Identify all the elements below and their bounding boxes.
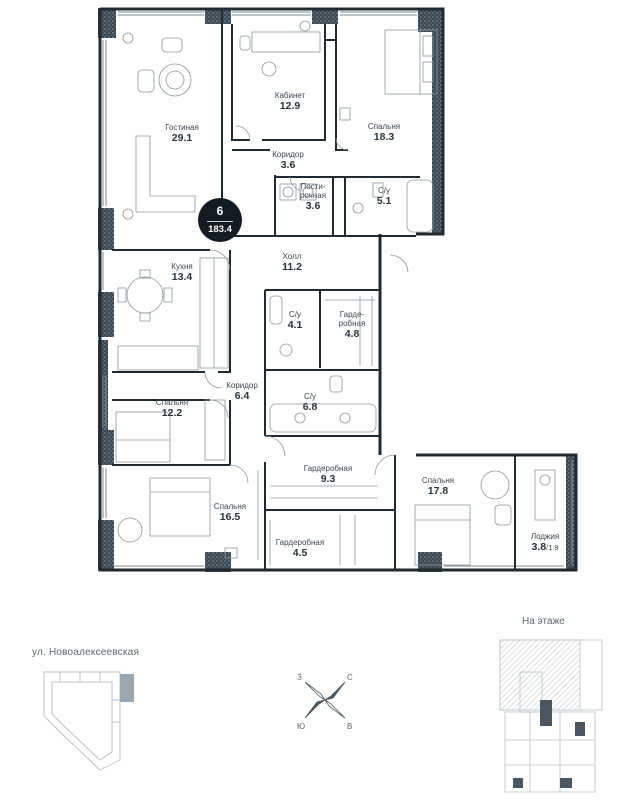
room-area: 29.1 [171, 132, 193, 145]
room-name: Гардеробная [275, 538, 325, 547]
room-area: 4.1 [287, 319, 303, 332]
room-area: 11.2 [282, 261, 302, 274]
room-name: Гарде- робная [338, 310, 366, 329]
room-name: С/у [304, 392, 316, 401]
room-area: 6.4 [234, 390, 250, 403]
room-area: 4.5 [292, 547, 308, 560]
street-name: ул. Новоалексеевская [32, 647, 140, 658]
room-area: 9.3 [320, 473, 336, 486]
furniture [115, 20, 556, 566]
room-name: Спальня [367, 122, 401, 131]
room-area: 3.6 [305, 200, 321, 213]
room-bedroom-e: Спальня 17.8 [406, 476, 470, 497]
room-name: Холл [282, 252, 302, 261]
door-swings [204, 125, 409, 484]
room-name: Спальня [155, 398, 189, 407]
compass-east: В [347, 722, 353, 731]
outer-walls [98, 7, 578, 572]
room-laundry: Пости- рочная 3.6 [283, 182, 343, 212]
windows [102, 11, 573, 567]
room-area: 12.9 [279, 100, 301, 113]
apartment-badge: 6 183.4 [198, 198, 242, 242]
apartment-total-area: 183.4 [208, 224, 232, 235]
room-name: Гардеробная [303, 464, 353, 473]
badge-divider [207, 221, 233, 222]
apartment-number: 6 [216, 204, 224, 218]
loggia-reduced-area: /1.9 [546, 543, 559, 553]
room-bath-mid: С/у 4.1 [273, 310, 317, 331]
room-area: 16.5 [219, 511, 241, 524]
room-area: 17.8 [427, 485, 449, 498]
room-bath-top: С/у 5.1 [362, 186, 406, 207]
room-wardrobe-small: Гардеробная 4.5 [262, 538, 338, 559]
room-wardrobe-large: Гардеробная 9.3 [290, 464, 366, 485]
room-study: Кабинет 12.9 [258, 91, 322, 112]
room-area: 3.8/1.9 [522, 541, 568, 553]
room-name: Коридор [272, 150, 304, 159]
room-wardrobe-mid: Гарде- робная 4.8 [325, 310, 379, 340]
room-living: Гостиная 29.1 [150, 123, 214, 144]
room-name: Пости- рочная [299, 182, 327, 201]
room-name: Спальня [421, 476, 455, 485]
room-area: 5.1 [376, 195, 392, 208]
compass-north: С [347, 673, 353, 682]
room-bedroom-ne: Спальня 18.3 [352, 122, 416, 143]
room-name: Спальня [213, 502, 247, 511]
compass-south: Ю [297, 722, 306, 731]
room-bath-lower: С/у 6.8 [288, 392, 332, 413]
key-plan-street [43, 671, 134, 771]
compass-rose [304, 681, 346, 719]
room-name: Кухня [171, 262, 193, 271]
room-name: С/у [378, 186, 390, 195]
key-plan-floor [499, 639, 603, 793]
room-bedroom-sw: Спальня 16.5 [198, 502, 262, 523]
room-area: 13.4 [171, 271, 193, 284]
room-loggia: Лоджия 3.8/1.9 [522, 532, 568, 553]
loggia-area: 3.8 [531, 541, 547, 554]
room-bedroom-w: Спальня 12.2 [140, 398, 204, 419]
room-area: 4.8 [344, 328, 360, 341]
room-kitchen: Кухня 13.4 [150, 262, 214, 283]
room-area: 3.6 [280, 159, 296, 172]
room-area: 6.8 [302, 401, 318, 414]
compass-west: З [297, 673, 302, 682]
floor-label: На этаже [522, 616, 565, 627]
interior-walls [112, 10, 516, 570]
room-name: Кабинет [274, 91, 306, 100]
room-name: Коридор [226, 381, 258, 390]
room-corridor-top: Коридор 3.6 [256, 150, 320, 171]
room-hall: Холл 11.2 [260, 252, 324, 273]
room-name: С/у [289, 310, 301, 319]
room-area: 18.3 [373, 131, 395, 144]
room-area: 12.2 [161, 407, 183, 420]
room-corridor-mid: Коридор 6.4 [210, 381, 274, 402]
room-name: Лоджия [530, 532, 560, 541]
room-name: Гостиная [165, 123, 199, 132]
